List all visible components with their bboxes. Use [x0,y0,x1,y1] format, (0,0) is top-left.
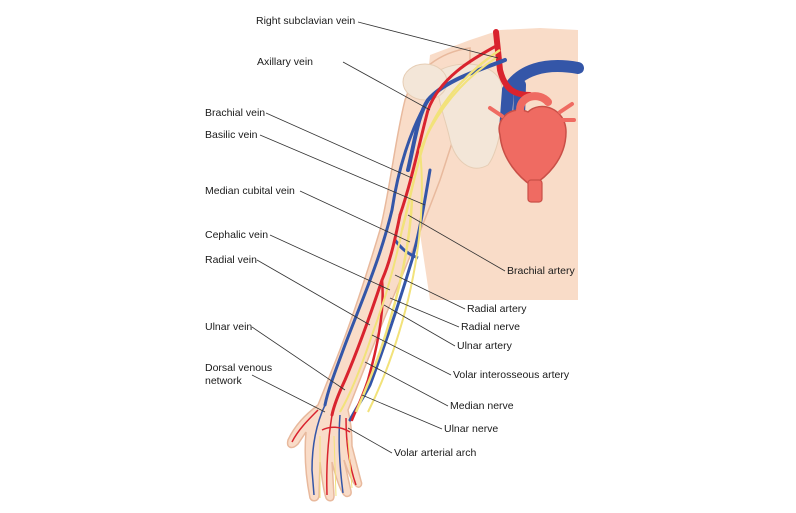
label-dorsal-venous-network: Dorsal venous network [205,362,273,387]
ulnar-nerve-path [367,149,423,413]
label-cephalic-vein: Cephalic vein [205,229,269,241]
label-axillary-vein: Axillary vein [257,56,314,68]
cephalic-vein-path [323,98,430,407]
humerus-head [402,63,448,101]
leader-lines [251,21,506,454]
hand-vessels [291,404,357,498]
label-ulnar-artery: Ulnar artery [457,340,512,352]
label-volar-arterial-arch: Volar arterial arch [394,447,477,459]
label-radial-nerve: Radial nerve [461,321,520,333]
arm-skin [286,47,471,502]
label-ulnar-vein: Ulnar vein [205,321,253,333]
label-radial-artery: Radial artery [467,303,527,315]
label-radial-vein: Radial vein [205,254,257,266]
label-median-nerve: Median nerve [450,400,514,412]
label-volar-interosseous-artery: Volar interosseous artery [453,369,570,381]
axillary-artery-path [398,43,500,217]
label-median-cubital-vein: Median cubital vein [205,185,295,197]
label-ulnar-nerve: Ulnar nerve [444,423,499,435]
label-right-subclavian-vein: Right subclavian vein [256,15,356,27]
label-basilic-vein: Basilic vein [205,129,258,141]
label-brachial-artery: Brachial artery [507,265,575,277]
radial-nerve-path [339,229,403,413]
heart-icon [488,92,576,203]
label-brachial-vein: Brachial vein [205,107,266,119]
median-nerve-path [354,199,414,413]
